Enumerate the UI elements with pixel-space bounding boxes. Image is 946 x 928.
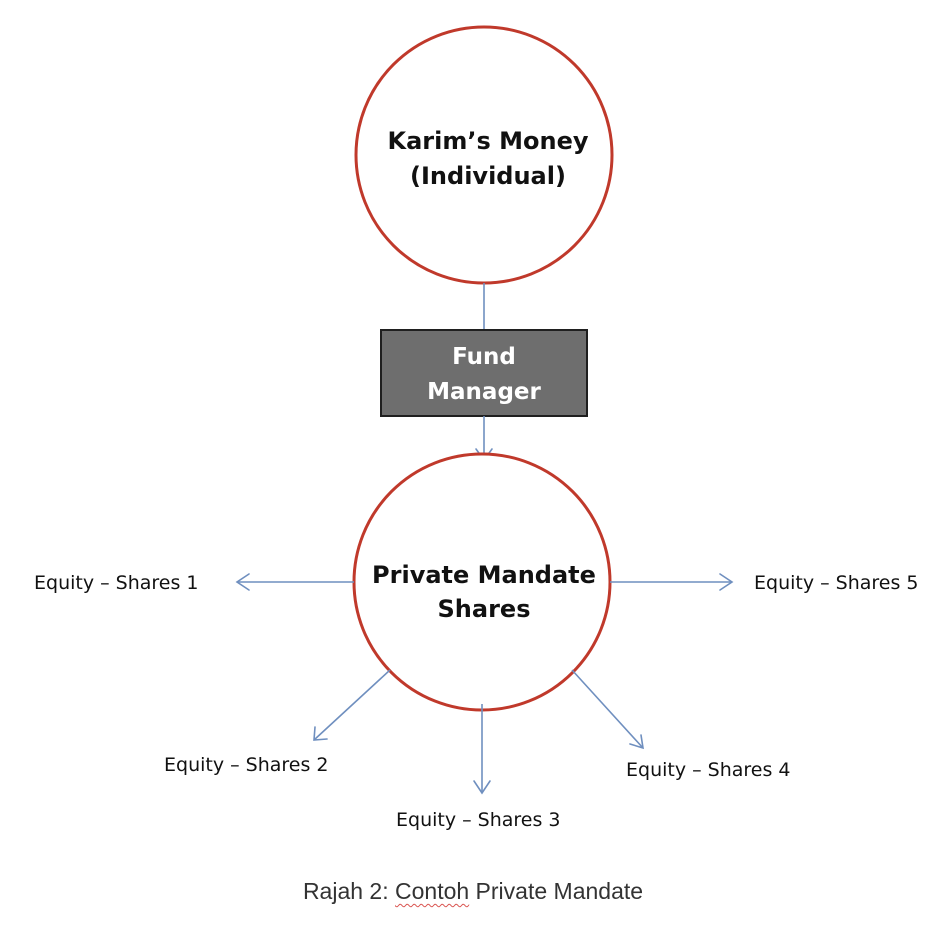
arrowhead-icon <box>313 726 328 741</box>
center-node-label-line1: Private Mandate <box>372 561 596 589</box>
caption-prefix: Rajah 2: <box>302 878 395 904</box>
manager-node: Fund Manager <box>380 329 588 417</box>
source-node-circle <box>354 25 614 285</box>
arrowhead-icon <box>235 573 250 591</box>
arrow-to-shares-2 <box>313 669 391 741</box>
arrowhead-icon <box>629 734 644 750</box>
caption-suffix: Private Mandate <box>469 878 644 904</box>
arrow-to-shares-1 <box>235 573 354 591</box>
leaf-label-shares-4: Equity – Shares 4 <box>626 759 791 781</box>
leaf-label-shares-1: Equity – Shares 1 <box>34 572 199 594</box>
leaf-label-shares-3: Equity – Shares 3 <box>396 809 561 831</box>
caption-underlined-word: Contoh <box>395 878 470 904</box>
figure-caption: Rajah 2: Contoh Private Mandate <box>0 878 946 905</box>
arrowhead-icon <box>473 780 491 795</box>
arrow-to-shares-4 <box>571 669 644 750</box>
arrow-to-shares-3 <box>473 704 491 795</box>
arrow-to-shares-5 <box>610 573 734 591</box>
center-node: Private Mandate Shares <box>352 452 612 712</box>
private-mandate-diagram: Karim’s Money (Individual) Fund Manager … <box>34 25 919 831</box>
leaf-label-shares-2: Equity – Shares 2 <box>164 754 329 776</box>
manager-node-label-line2: Manager <box>427 379 541 405</box>
center-node-label-line2: Shares <box>438 595 531 623</box>
leaf-label-shares-5: Equity – Shares 5 <box>754 572 919 594</box>
source-node-label-line2: (Individual) <box>410 162 566 190</box>
manager-node-label-line1: Fund <box>452 344 516 370</box>
arrowhead-icon <box>719 573 734 591</box>
source-node: Karim’s Money (Individual) <box>354 25 614 285</box>
source-node-label-line1: Karim’s Money <box>388 127 589 155</box>
